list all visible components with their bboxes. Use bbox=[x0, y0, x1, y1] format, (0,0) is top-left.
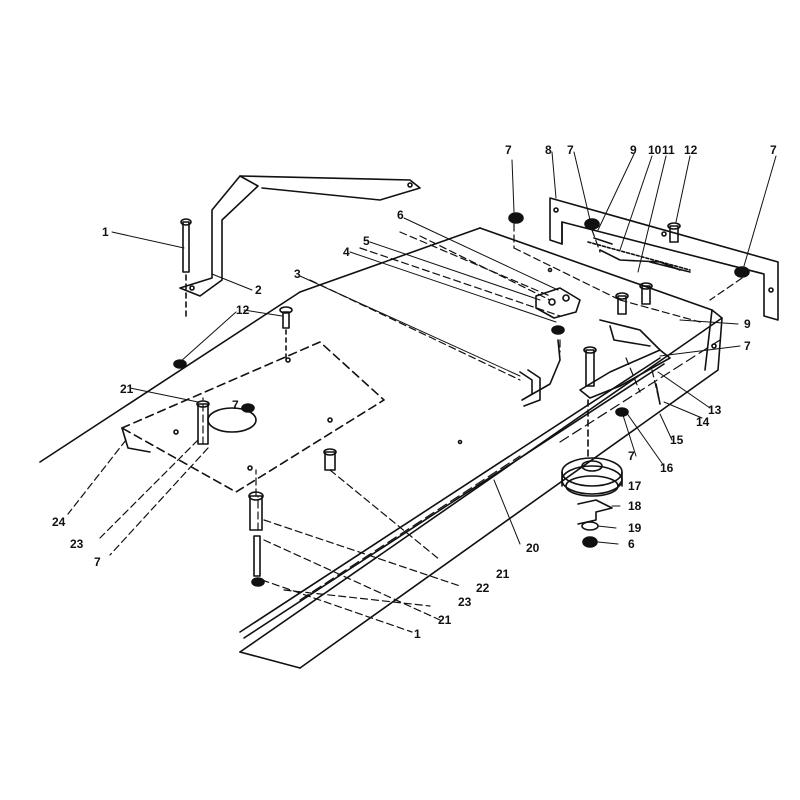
callout-4: 4 bbox=[343, 245, 350, 259]
callout-9-top: 9 bbox=[630, 143, 637, 157]
washer-19 bbox=[581, 521, 599, 531]
callout-7-f: 7 bbox=[94, 555, 101, 569]
callout-18: 18 bbox=[628, 499, 642, 513]
callout-21-right: 21 bbox=[496, 567, 510, 581]
upper-bracket bbox=[179, 175, 421, 297]
callout-3: 3 bbox=[294, 267, 301, 281]
callout-24: 24 bbox=[52, 515, 66, 529]
callout-15: 15 bbox=[670, 433, 684, 447]
callout-23-right: 23 bbox=[458, 595, 472, 609]
callout-14: 14 bbox=[696, 415, 710, 429]
callout-12-top: 12 bbox=[684, 143, 698, 157]
nut-7-c bbox=[734, 266, 750, 278]
spring-linkage bbox=[587, 237, 691, 273]
callout-7-c: 7 bbox=[770, 143, 777, 157]
callout-16: 16 bbox=[660, 461, 674, 475]
deck-plate bbox=[39, 227, 723, 669]
callout-6-top: 6 bbox=[397, 208, 404, 222]
nut-7-a bbox=[508, 212, 524, 224]
pulley-17 bbox=[561, 457, 623, 497]
callout-labels: 1 2 3 4 5 6 7 7 7 7 7 7 7 8 9 9 10 11 12… bbox=[52, 143, 777, 641]
callout-21-left: 21 bbox=[120, 382, 134, 396]
bolt-11 bbox=[639, 282, 653, 305]
callout-20: 20 bbox=[526, 541, 540, 555]
leader-lines bbox=[111, 151, 777, 545]
callout-7-g: 7 bbox=[232, 398, 239, 412]
right-back-bracket bbox=[549, 197, 779, 321]
dashed-connectors bbox=[67, 223, 743, 633]
callout-13: 13 bbox=[708, 403, 722, 417]
callout-17: 17 bbox=[628, 479, 642, 493]
bolt-9 bbox=[615, 292, 629, 315]
spacer-lower bbox=[248, 491, 265, 587]
bolt-7-upright bbox=[583, 346, 597, 387]
nut-12-left bbox=[173, 359, 187, 369]
callout-5: 5 bbox=[363, 234, 370, 248]
callout-7-e: 7 bbox=[628, 449, 635, 463]
callout-8: 8 bbox=[545, 143, 552, 157]
callout-12-left: 12 bbox=[236, 303, 250, 317]
callout-1-top: 1 bbox=[102, 225, 109, 239]
mount-plate bbox=[535, 287, 581, 319]
callout-1-bottom: 1 bbox=[414, 627, 421, 641]
spacer-mid bbox=[323, 448, 337, 471]
bracket-18 bbox=[577, 499, 613, 525]
callout-19: 19 bbox=[628, 521, 642, 535]
bolt-12-right bbox=[667, 222, 681, 243]
callout-10: 10 bbox=[648, 143, 662, 157]
callout-23-left: 23 bbox=[70, 537, 84, 551]
callout-21-mid: 21 bbox=[438, 613, 452, 627]
bolt-1-top bbox=[180, 218, 192, 321]
bolt-12-left bbox=[279, 306, 293, 361]
callout-7-a: 7 bbox=[505, 143, 512, 157]
nut-7-b bbox=[584, 218, 600, 230]
nut-left-plate bbox=[241, 403, 255, 413]
nut-6-lower bbox=[582, 536, 598, 548]
callout-2: 2 bbox=[255, 283, 262, 297]
long-rod bbox=[239, 357, 665, 639]
callout-9-right: 9 bbox=[744, 317, 751, 331]
callout-22: 22 bbox=[476, 581, 490, 595]
callout-6-lower: 6 bbox=[628, 537, 635, 551]
left-sub-plate bbox=[121, 341, 385, 493]
callout-7-b: 7 bbox=[567, 143, 574, 157]
callout-11: 11 bbox=[662, 143, 675, 157]
callout-7-d: 7 bbox=[744, 339, 751, 353]
nut-6-top bbox=[551, 325, 565, 335]
rod-3 bbox=[519, 339, 561, 407]
